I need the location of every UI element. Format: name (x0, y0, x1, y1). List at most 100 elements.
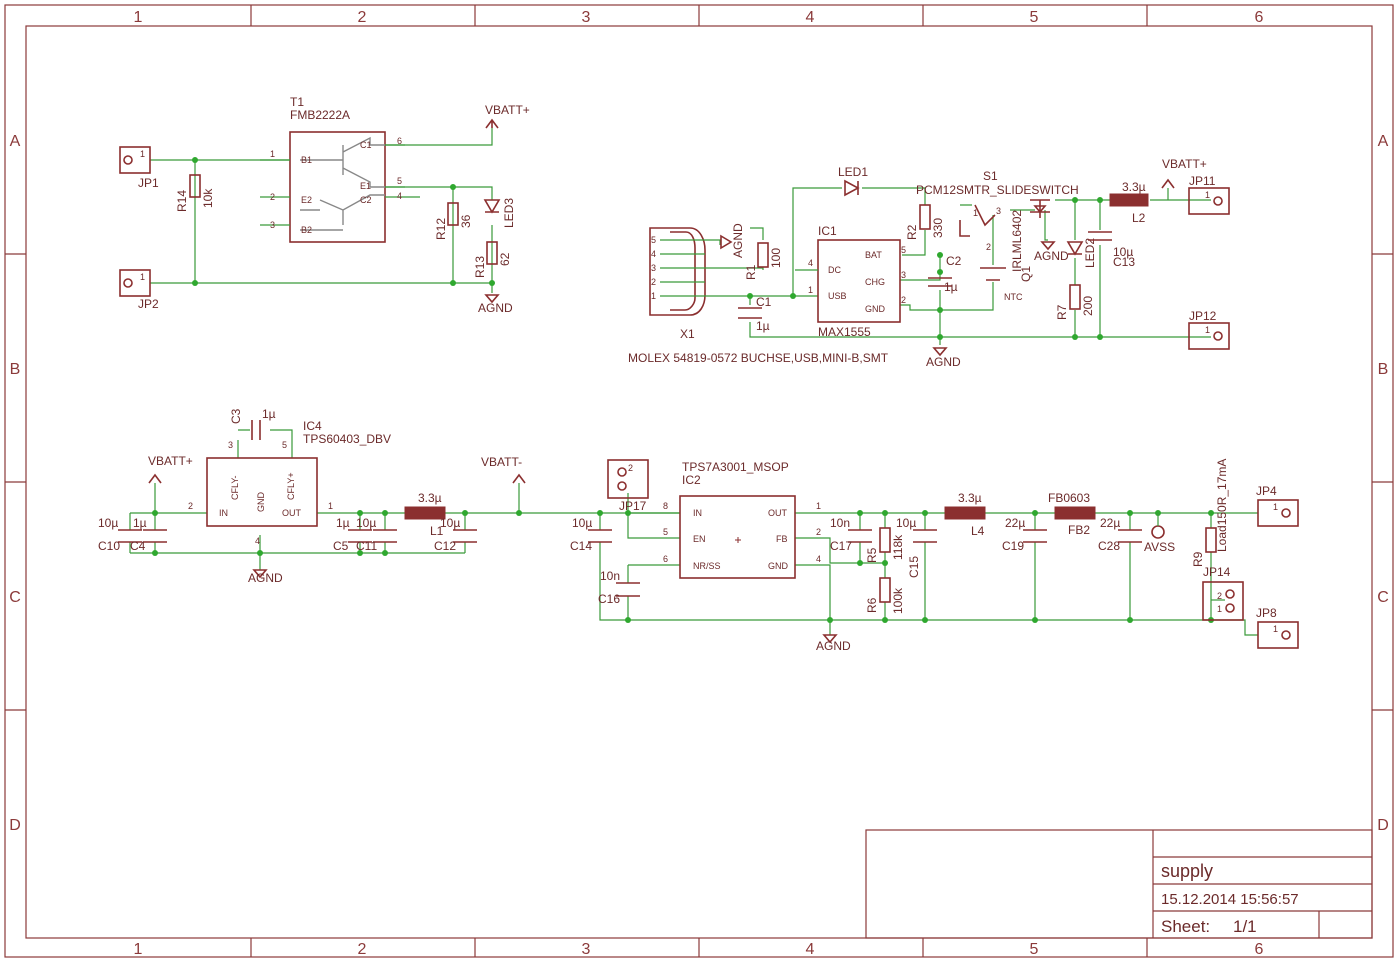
jp8-connector (1257, 621, 1299, 649)
c2-value: 1µ (944, 280, 958, 294)
svg-text:4: 4 (651, 249, 656, 259)
c13-label: C13 (1113, 255, 1135, 269)
title-sheet-label: Sheet: (1161, 917, 1210, 936)
jp4-label: JP4 (1256, 484, 1277, 498)
svg-text:1: 1 (140, 272, 145, 282)
fb2-value: FB0603 (1048, 491, 1090, 505)
r9-label: R9 (1191, 551, 1205, 567)
c17-value: 10n (830, 516, 850, 530)
jp17-connector (607, 459, 649, 499)
c3-label: C3 (229, 408, 243, 424)
l4-value: 3.3µ (958, 491, 982, 505)
vbatt-plus-label-1: VBATT+ (485, 103, 530, 117)
svg-text:3: 3 (228, 440, 233, 450)
r14-label: R14 (175, 190, 189, 212)
c10-value: 10µ (98, 516, 118, 530)
r13-resistor (486, 241, 498, 265)
c19-label: C19 (1002, 539, 1024, 553)
svg-text:5: 5 (397, 176, 402, 186)
ic4-pin-out: OUT (282, 508, 302, 518)
q1-mosfet (1030, 199, 1050, 218)
c28-label: C28 (1098, 539, 1120, 553)
col-top-2: 2 (358, 9, 367, 26)
x1-label: X1 (680, 327, 695, 341)
ic4-pin-cfly-plus: CFLY+ (286, 472, 296, 500)
r2-label: R2 (905, 224, 919, 240)
r2-resistor (919, 204, 931, 230)
svg-text:B1: B1 (301, 155, 312, 165)
c11-label: C11 (356, 539, 377, 553)
svg-text:1: 1 (140, 149, 145, 159)
title-date: 15.12.2014 15:56:57 (1161, 891, 1299, 908)
l2-inductor (1109, 193, 1149, 207)
ic4-pin-cfly-minus: CFLY- (230, 475, 240, 500)
svg-text:6: 6 (663, 554, 668, 564)
c10-label: C10 (98, 539, 120, 553)
c1-value: 1µ (756, 319, 770, 333)
agnd-label-3: AGND (926, 355, 961, 369)
vbatt-plus-label-3: VBATT+ (148, 454, 193, 468)
transistor-section: 1 JP1 1 JP2 R14 10k T1 FMB2222A 123 654 … (119, 95, 530, 315)
c4-capacitor (143, 529, 167, 543)
jp2-connector (119, 269, 151, 297)
q1-value: IRLML6402 (1010, 210, 1024, 272)
vbatt-plus-label-2: VBATT+ (1162, 157, 1207, 171)
c16-capacitor (616, 582, 640, 597)
svg-text:6: 6 (397, 136, 402, 146)
row-right-b: B (1378, 361, 1389, 378)
fb2-ferrite (1054, 506, 1096, 520)
col-bottom-3: 3 (582, 941, 591, 958)
jp14-connector (1202, 581, 1244, 621)
ntc-label: NTC (1004, 292, 1023, 302)
r6-value: 100k (891, 587, 905, 614)
r13-label: R13 (473, 256, 487, 278)
vbatt-minus-label: VBATT- (481, 455, 522, 469)
c11-capacitor (373, 529, 397, 543)
s1-switch (959, 204, 996, 237)
r13-value: 62 (498, 252, 512, 266)
col-bottom-1: 1 (134, 941, 143, 958)
led3-diode (483, 199, 501, 214)
agnd-label-6: AGND (816, 639, 851, 653)
col-top-1: 1 (134, 9, 143, 26)
led1-diode (844, 179, 860, 197)
ic4-tps60403 (206, 457, 318, 527)
r5-label: R5 (865, 547, 879, 563)
svg-text:1: 1 (1205, 325, 1210, 335)
c15-value: 10µ (896, 516, 916, 530)
title-block: supply 15.12.2014 15:56:57 Sheet: 1/1 (865, 829, 1373, 939)
svg-text:E1: E1 (360, 181, 371, 191)
svg-text:2: 2 (816, 527, 821, 537)
ic4-pin-in: IN (219, 508, 228, 518)
svg-text:2: 2 (188, 501, 193, 511)
col-top-3: 3 (582, 9, 591, 26)
jp12-connector (1188, 322, 1230, 350)
agnd-label-1: AGND (478, 301, 513, 315)
r14-value: 10k (201, 188, 215, 208)
col-top-6: 6 (1255, 9, 1264, 26)
svg-text:8: 8 (663, 501, 668, 511)
ic1-max1555 (817, 239, 901, 323)
c1-capacitor (738, 307, 762, 319)
svg-text:4: 4 (808, 258, 813, 268)
r14-resistor (189, 174, 201, 198)
svg-text:C2: C2 (360, 195, 372, 205)
svg-text:1: 1 (328, 501, 333, 511)
jp8-label: JP8 (1256, 606, 1277, 620)
ic2-pin-en: EN (693, 534, 706, 544)
jp2-label: JP2 (138, 297, 159, 311)
l4-inductor (944, 506, 986, 520)
ic2-pin-in: IN (693, 508, 702, 518)
c5-label: C5 (333, 539, 349, 553)
l1-label: L1 (430, 524, 444, 538)
c15-label: C15 (907, 556, 921, 578)
svg-text:2: 2 (270, 192, 275, 202)
svg-text:C1: C1 (360, 140, 372, 150)
jp11-connector (1188, 187, 1230, 215)
grid-row-labels: A B C D A B C D (9, 133, 1389, 834)
svg-text:1: 1 (808, 285, 813, 295)
ntc-battery (980, 267, 1006, 281)
ic1-pin-dc: DC (828, 265, 841, 275)
c3-capacitor (251, 420, 261, 440)
